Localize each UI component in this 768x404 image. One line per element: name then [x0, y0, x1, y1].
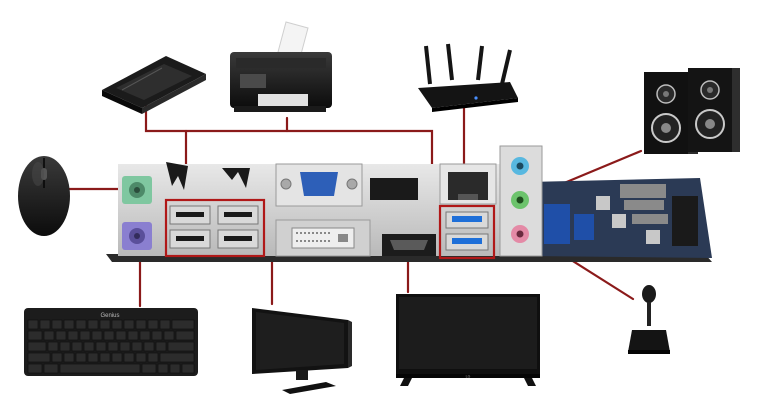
- usb-port-icon: [164, 198, 266, 258]
- scanner-icon: [102, 56, 206, 114]
- hdmi-port-icon: [382, 234, 436, 256]
- speakers-icon: [644, 68, 740, 154]
- keyboard-brand-label: Genius: [100, 313, 119, 319]
- wifi-router-icon: [418, 43, 518, 112]
- microphone-icon: [628, 285, 670, 354]
- tv-brand-label: LG: [466, 375, 471, 379]
- ps2-port-icon: [122, 176, 152, 204]
- dvi-port-icon: [275, 219, 371, 257]
- mouse-icon: [18, 156, 70, 236]
- ps2-port-icon: [122, 222, 152, 250]
- ethernet-port-icon: [439, 163, 497, 205]
- audio-jack-icon: [499, 145, 543, 257]
- monitor-icon: [252, 308, 352, 394]
- keyboard-icon: Genius: [24, 308, 198, 376]
- tv-icon: LG: [396, 294, 540, 386]
- vga-port-icon: [275, 163, 363, 207]
- printer-icon: [230, 21, 332, 112]
- usb3-port-icon: [438, 204, 496, 260]
